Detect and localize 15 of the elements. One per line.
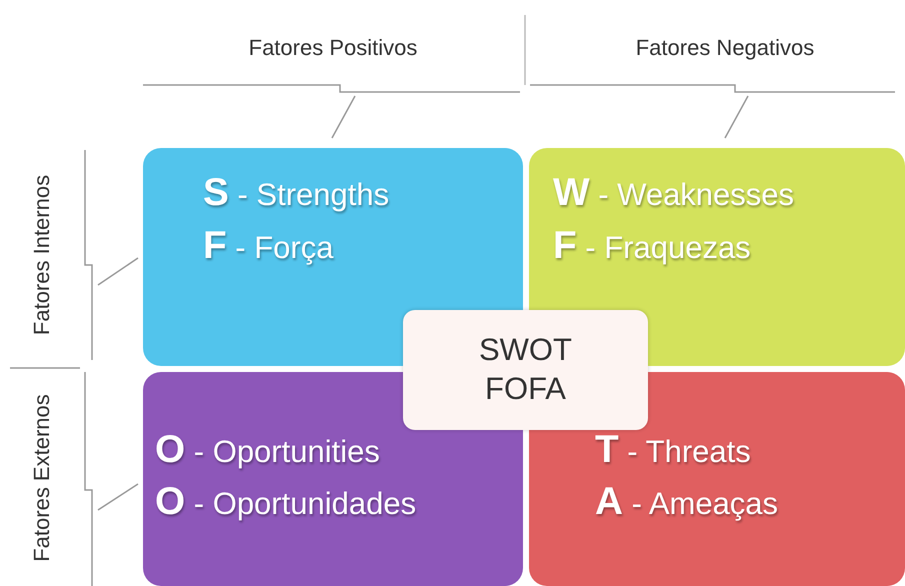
quadrant-text: O - Oportunities: [155, 428, 380, 472]
row-heading: Fatores Internos: [29, 174, 55, 336]
quadrant-text: T - Threats: [595, 428, 751, 472]
center-text: FOFA: [485, 370, 566, 408]
quadrant-text: F - Força: [203, 224, 334, 268]
column-heading: Fatores Positivos: [248, 35, 418, 61]
quadrant-text: F - Fraquezas: [553, 224, 751, 268]
column-heading: Fatores Negativos: [636, 35, 814, 61]
quadrant-text: A - Ameaças: [595, 480, 778, 524]
quadrant-text: S - Strengths: [203, 171, 390, 215]
center-card: [403, 310, 648, 430]
quadrant-text: W - Weaknesses: [553, 171, 794, 215]
center-text: SWOT: [479, 331, 572, 370]
quadrant-text: O - Oportunidades: [155, 480, 416, 524]
row-heading: Fatores Externos: [29, 394, 55, 562]
